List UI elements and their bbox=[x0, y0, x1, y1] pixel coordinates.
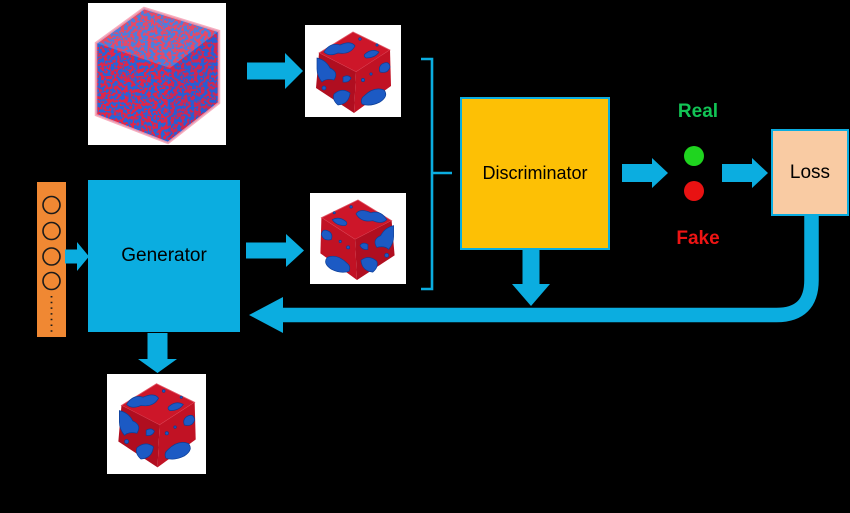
arrow-generator-to-sample-icon bbox=[246, 234, 304, 267]
arrow-latent-to-generator-icon bbox=[65, 242, 89, 271]
arrow-discriminator-to-feedback-icon bbox=[512, 249, 550, 306]
input-bracket bbox=[421, 57, 452, 291]
feedback-arrow-loss-to-generator bbox=[249, 216, 819, 333]
generator-label: Generator bbox=[121, 245, 207, 266]
arrow-output-to-loss-icon bbox=[722, 158, 768, 188]
cube-sample-icon bbox=[305, 25, 401, 117]
discriminator-box: Discriminator bbox=[460, 97, 610, 250]
fake-label: Fake bbox=[676, 228, 720, 249]
training-image bbox=[88, 3, 226, 145]
microstructure-volume-icon bbox=[94, 6, 221, 145]
real-label: Real bbox=[677, 101, 719, 122]
real-sample-image bbox=[305, 25, 401, 117]
generator-box: Generator bbox=[88, 180, 240, 332]
loss-label: Loss bbox=[789, 161, 831, 183]
latent-circles-icon bbox=[42, 195, 61, 334]
cube-sample-icon bbox=[107, 374, 206, 474]
generator-output-image bbox=[107, 374, 206, 474]
discriminator-label: Discriminator bbox=[482, 163, 588, 183]
fake-dot-icon bbox=[684, 181, 704, 201]
latent-vector-bar bbox=[37, 182, 66, 337]
loss-box: Loss bbox=[771, 129, 849, 216]
arrow-discriminator-to-output-icon bbox=[622, 158, 668, 188]
arrow-training-to-sample-icon bbox=[247, 53, 303, 89]
generated-sample-image bbox=[310, 193, 406, 284]
arrow-generator-to-output-image-icon bbox=[138, 333, 177, 373]
real-dot-icon bbox=[684, 146, 704, 166]
